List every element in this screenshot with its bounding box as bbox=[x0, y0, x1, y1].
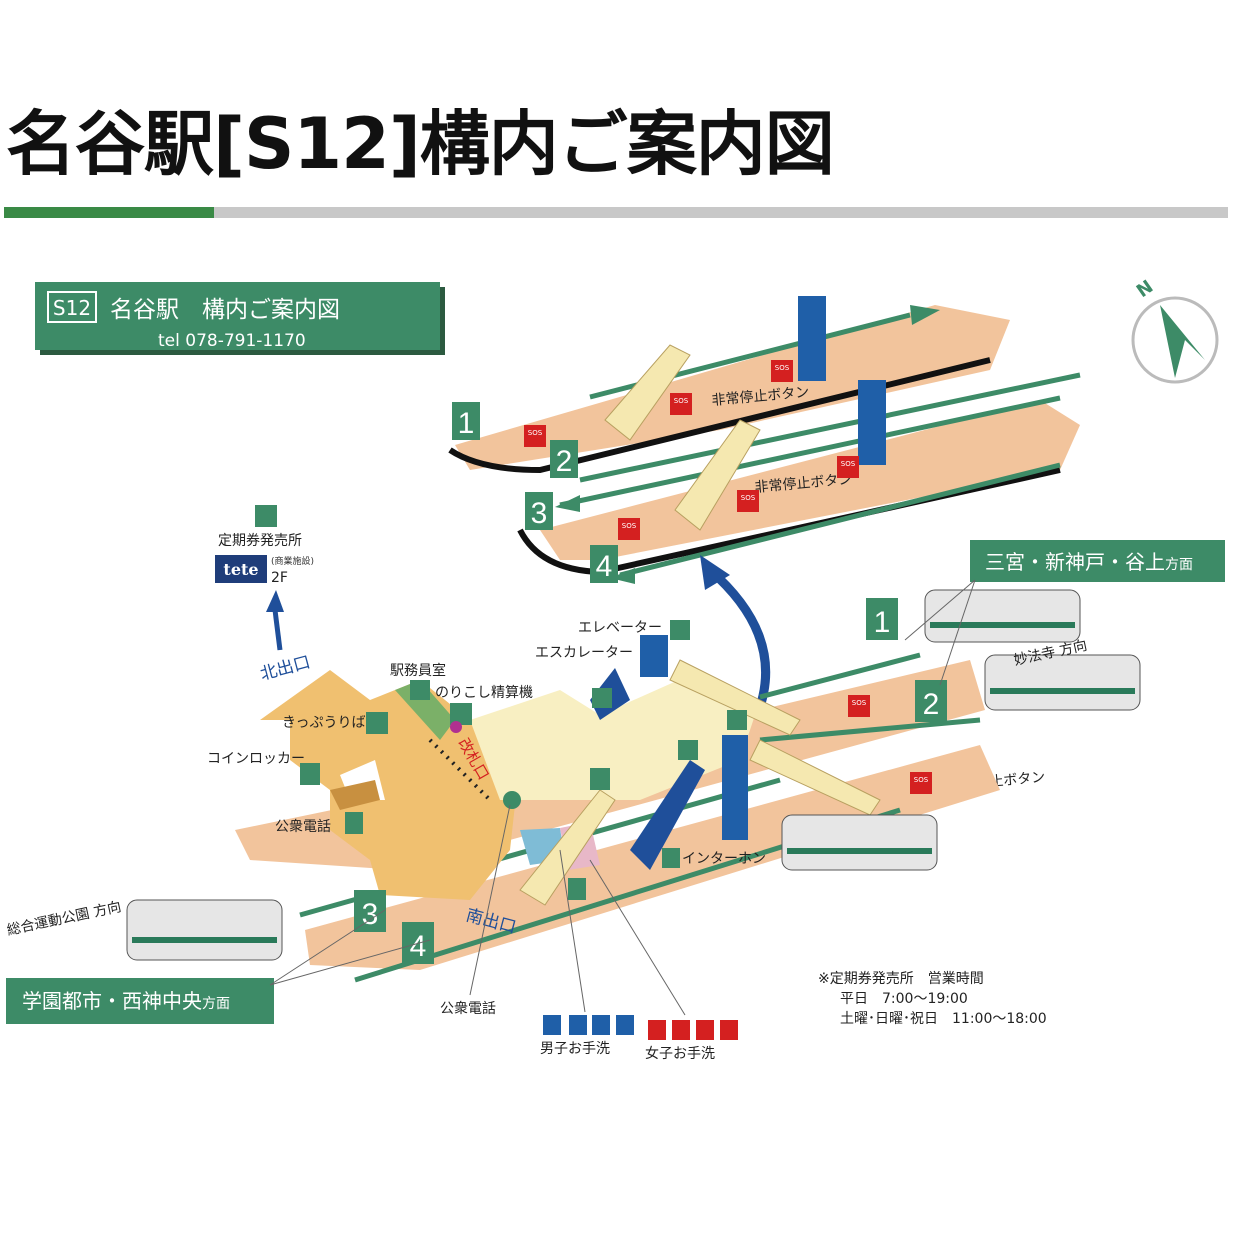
ticket-office-icon bbox=[255, 505, 277, 527]
leader-lines bbox=[269, 579, 976, 1016]
phone-icon bbox=[345, 812, 363, 834]
svg-text:SOS: SOS bbox=[528, 429, 543, 437]
escalator-icon bbox=[592, 688, 612, 708]
tel: tel 078-791-1170 bbox=[158, 331, 306, 351]
restroom-icon bbox=[590, 768, 610, 790]
tete-note: (商業施設) bbox=[271, 555, 314, 567]
escalator-icon bbox=[678, 740, 698, 760]
svg-text:SOS: SOS bbox=[775, 364, 790, 372]
station-office-icon bbox=[410, 680, 430, 700]
title-underline bbox=[4, 207, 1228, 218]
hours-holiday: 土曜･日曜･祝日 11:00〜18:00 bbox=[840, 1011, 1047, 1027]
coin-locker-label: コインロッカー bbox=[207, 751, 305, 767]
sos-icon: SOS bbox=[837, 456, 859, 478]
sos-icon: SOS bbox=[670, 393, 692, 415]
fare-adjust-icon bbox=[450, 703, 472, 725]
map-header: S12 名谷駅 構内ご案内図 tel 078-791-1170 bbox=[35, 282, 445, 355]
office-hours: ※定期券発売所 営業時間 平日 7:00〜19:00 土曜･日曜･祝日 11:0… bbox=[818, 971, 1047, 1027]
north-exit-arrow bbox=[272, 609, 283, 651]
train-icon bbox=[984, 654, 1141, 711]
phone-icon bbox=[503, 791, 521, 809]
phone-icon bbox=[568, 878, 586, 900]
sos-icon: SOS bbox=[737, 490, 759, 512]
title-underline-accent bbox=[4, 207, 214, 218]
ticket-sales-label: きっぷうりば bbox=[282, 715, 365, 731]
escalator-label: エスカレーター bbox=[535, 645, 633, 661]
svg-text:学園都市・西神中央方面: 学園都市・西神中央方面 bbox=[22, 989, 230, 1013]
track-1-label: 1 bbox=[874, 606, 891, 639]
tete-logo bbox=[215, 555, 267, 583]
elevator-icon bbox=[670, 620, 690, 640]
sos-icon: SOS bbox=[848, 695, 870, 717]
upper-platforms bbox=[448, 296, 1081, 584]
train-icon bbox=[924, 589, 1081, 643]
elevator-label: エレベーター bbox=[578, 620, 662, 636]
compass-north: N bbox=[1133, 276, 1157, 302]
station-code: S12 bbox=[53, 296, 91, 320]
destination-west-name: 学園都市・西神中央 bbox=[22, 989, 202, 1013]
mens-restroom-icons bbox=[543, 1015, 634, 1035]
hours-title: ※定期券発売所 営業時間 bbox=[818, 971, 984, 987]
hours-weekday: 平日 7:00〜19:00 bbox=[840, 991, 968, 1007]
lower-track-labels: 1 2 3 4 bbox=[354, 598, 947, 964]
track-3-label: 3 bbox=[531, 497, 548, 530]
track-4-label: 4 bbox=[596, 550, 613, 583]
sos-icon: SOS bbox=[910, 772, 932, 794]
facility-icons bbox=[300, 620, 747, 900]
phone-label: 公衆電話 bbox=[440, 1000, 496, 1017]
sos-buttons: SOS SOS SOS SOS SOS SOS SOS SOS bbox=[524, 360, 932, 794]
svg-text:SOS: SOS bbox=[741, 494, 756, 502]
phone-label: 公衆電話 bbox=[275, 818, 331, 835]
station-office-label: 駅務員室 bbox=[390, 662, 446, 679]
track-2-label: 2 bbox=[556, 445, 573, 478]
route-arrowhead bbox=[700, 555, 730, 590]
train-icon bbox=[781, 814, 938, 871]
interphone-icon bbox=[662, 848, 680, 868]
map-title: 名谷駅 構内ご案内図 bbox=[110, 297, 340, 323]
sos-icon: SOS bbox=[524, 425, 546, 447]
destination-east: 三宮・新神戸・谷上方面 bbox=[970, 540, 1225, 582]
north-exit-label: 北出口 bbox=[258, 652, 312, 685]
north-exit-arrowhead bbox=[266, 590, 284, 612]
floor-label: 2F bbox=[271, 570, 288, 586]
track-3-label: 3 bbox=[362, 898, 379, 931]
locker-icon bbox=[300, 763, 320, 785]
tete-logo-text: tete bbox=[223, 560, 258, 579]
fare-adjust-label: のりこし精算機 bbox=[435, 685, 533, 701]
aed-icon bbox=[450, 721, 462, 733]
track-1-label: 1 bbox=[458, 407, 475, 440]
interphone-label: インターホン bbox=[682, 851, 766, 867]
sos-icon: SOS bbox=[618, 518, 640, 540]
svg-text:SOS: SOS bbox=[852, 699, 867, 707]
direction-west: 総合運動公園 方向 bbox=[6, 899, 123, 939]
womens-restroom-icons bbox=[648, 1020, 738, 1040]
svg-text:SOS: SOS bbox=[914, 776, 929, 784]
ticket-machine-icon bbox=[366, 712, 388, 734]
svg-text:SOS: SOS bbox=[674, 397, 689, 405]
track-2-label: 2 bbox=[923, 688, 940, 721]
destination-east-name: 三宮・新神戸・谷上 bbox=[985, 550, 1165, 574]
mens-restroom-label: 男子お手洗 bbox=[540, 1041, 610, 1057]
page-title: 名谷駅[S12]構内ご案内図 bbox=[6, 103, 835, 185]
svg-text:三宮・新神戸・谷上方面: 三宮・新神戸・谷上方面 bbox=[985, 550, 1193, 574]
elevator-icon bbox=[727, 710, 747, 730]
compass-icon: N bbox=[1131, 276, 1219, 384]
train-icon bbox=[126, 899, 283, 961]
svg-text:SOS: SOS bbox=[841, 460, 856, 468]
svg-text:SOS: SOS bbox=[622, 522, 637, 530]
sos-icon: SOS bbox=[771, 360, 793, 382]
destination-west: 学園都市・西神中央方面 bbox=[6, 978, 274, 1024]
teiki-office-label: 定期券発売所 bbox=[218, 533, 302, 549]
womens-restroom-label: 女子お手洗 bbox=[645, 1045, 715, 1062]
upper-track-labels: 1 2 3 4 bbox=[452, 402, 618, 583]
track-4-label: 4 bbox=[410, 930, 427, 963]
